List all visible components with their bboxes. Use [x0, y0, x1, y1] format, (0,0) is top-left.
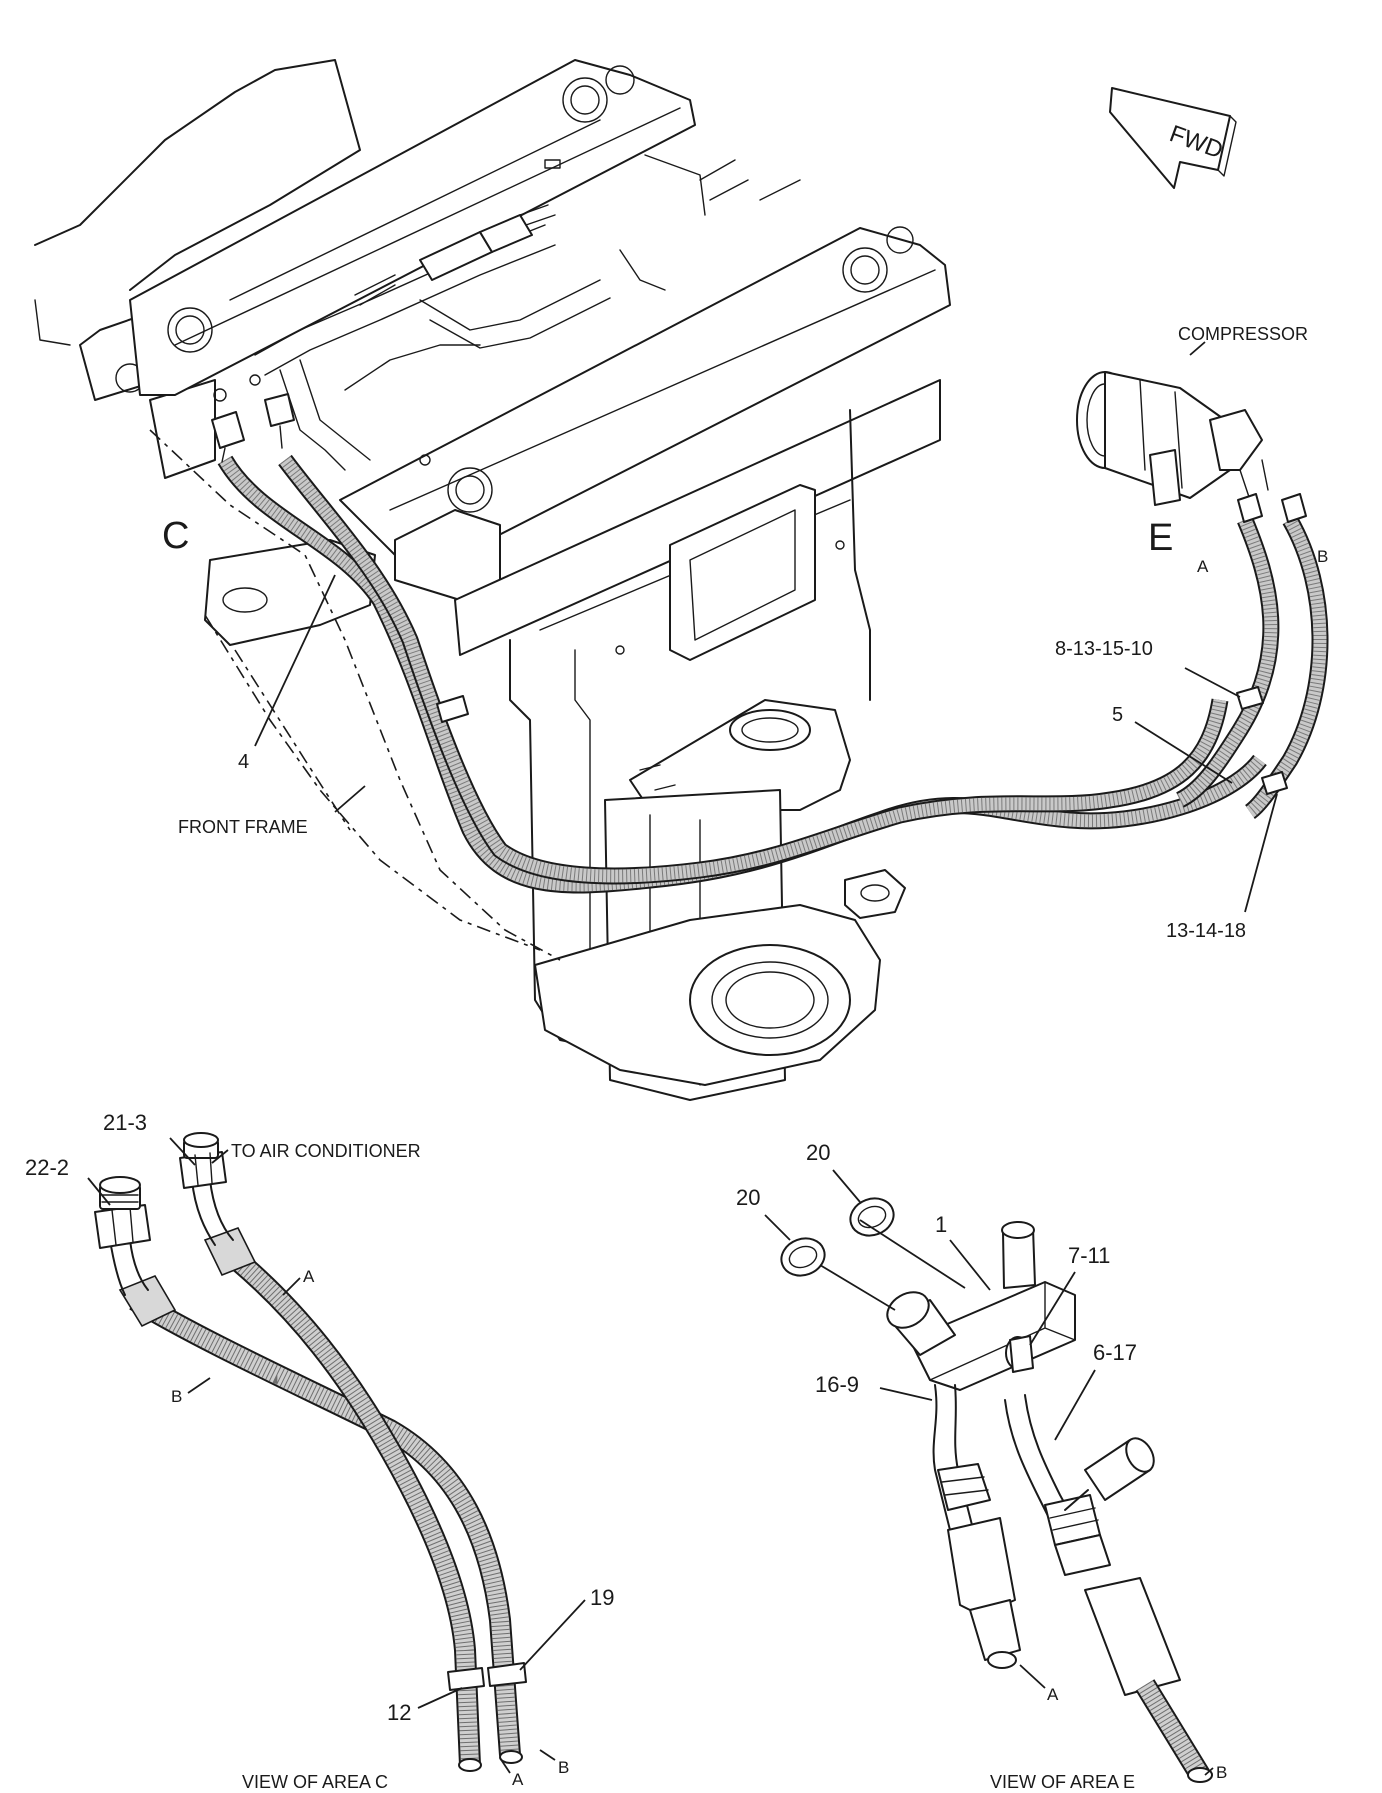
hose-a-label: A	[1197, 557, 1209, 576]
front-frame-drawing	[34, 59, 951, 1101]
callout-21-3: 21-3	[103, 1110, 147, 1135]
to-air-conditioner-label: TO AIR CONDITIONER	[231, 1141, 421, 1161]
end-a-label: A	[1047, 1685, 1059, 1704]
view-c-drawing	[94, 1132, 527, 1772]
callout-16-9: 16-9	[815, 1372, 859, 1397]
main-view-callouts: COMPRESSOR C E A B 8-13-15-10 5 13-14-18…	[162, 324, 1328, 942]
hose-b-label: B	[1317, 547, 1328, 566]
callout-20-left: 20	[736, 1185, 760, 1210]
hose-b-bottom-label: B	[558, 1758, 569, 1777]
callout-4: 4	[238, 751, 249, 773]
callout-12: 12	[387, 1700, 411, 1725]
view-e-callouts: 20 20 1 7-11 16-9 6-17 A B VIEW OF AREA …	[736, 1140, 1227, 1792]
compressor-drawing	[1076, 371, 1329, 819]
callout-6-17: 6-17	[1093, 1340, 1137, 1365]
callout-22-2: 22-2	[25, 1155, 69, 1180]
callout-7-11: 7-11	[1068, 1243, 1110, 1268]
compressor-label: COMPRESSOR	[1178, 324, 1308, 344]
hose-a-bottom-label: A	[512, 1770, 524, 1789]
front-frame-label: FRONT FRAME	[178, 817, 308, 837]
main-hose-c	[211, 393, 1267, 894]
end-b-label: B	[1216, 1763, 1227, 1782]
callout-1: 1	[935, 1212, 947, 1237]
area-c-letter: C	[162, 515, 189, 557]
callout-8-13-15-10: 8-13-15-10	[1055, 638, 1153, 660]
view-c-callouts: 21-3 22-2 TO AIR CONDITIONER A B 19 12 A…	[25, 1110, 614, 1792]
callout-20-right: 20	[806, 1140, 830, 1165]
hose-a-top-label: A	[303, 1267, 315, 1286]
fwd-arrow-icon: FWD	[1109, 87, 1237, 189]
hose-b-top-label: B	[171, 1387, 182, 1406]
view-c-title: VIEW OF AREA C	[242, 1772, 388, 1792]
callout-19: 19	[590, 1585, 614, 1610]
area-e-letter: E	[1148, 517, 1173, 559]
callout-5: 5	[1112, 704, 1123, 726]
view-e-title: VIEW OF AREA E	[990, 1772, 1135, 1792]
view-e-drawing	[780, 1197, 1213, 1783]
callout-13-14-18: 13-14-18	[1166, 920, 1246, 942]
